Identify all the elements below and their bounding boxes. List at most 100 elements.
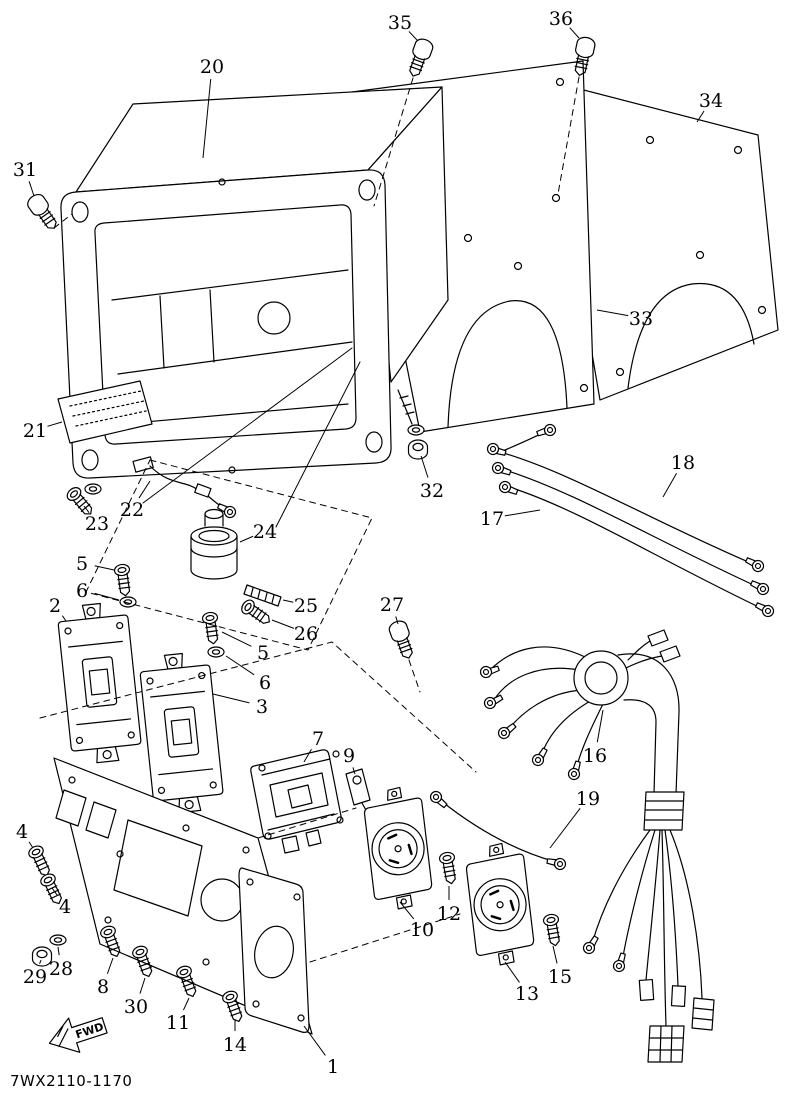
circuit-breaker-2 — [55, 600, 144, 766]
receptacle-10 — [361, 784, 435, 912]
callout-leader-18 — [662, 473, 677, 498]
callout-20: 20 — [200, 56, 224, 78]
callout-29: 29 — [23, 966, 47, 988]
callout-leader-17 — [504, 509, 541, 517]
callout-26: 26 — [294, 623, 318, 645]
callout-leader-22 — [138, 480, 151, 499]
callout-leader-6 — [94, 592, 120, 601]
callout-2: 2 — [49, 595, 61, 617]
stud-32 — [397, 389, 415, 425]
callout-7: 7 — [312, 728, 324, 750]
callout-leader-13 — [504, 961, 520, 983]
callout-leader-9 — [352, 767, 356, 775]
callout-18: 18 — [671, 452, 695, 474]
callout-leader-36 — [569, 27, 580, 39]
callout-leader-4 — [28, 841, 34, 849]
callout-1: 1 — [327, 1056, 339, 1078]
screw-5a — [113, 562, 134, 598]
callout-9: 9 — [343, 745, 355, 767]
callout-35: 35 — [388, 12, 412, 34]
callout-14: 14 — [223, 1034, 247, 1056]
washer-32 — [407, 424, 425, 436]
callout-17: 17 — [480, 508, 504, 530]
callout-leader-3 — [212, 693, 250, 704]
callout-3: 3 — [256, 696, 268, 718]
callout-leader-15 — [552, 945, 558, 964]
callout-leader-8 — [106, 957, 114, 974]
circuit-breaker-3 — [137, 650, 226, 816]
callout-leader-19 — [549, 808, 581, 849]
callout-32: 32 — [420, 480, 444, 502]
ground-wire-19 — [427, 788, 567, 871]
washer-6b — [207, 646, 225, 658]
callout-leader-16 — [596, 709, 604, 743]
callout-leader-28 — [57, 946, 60, 956]
callout-leader-21 — [47, 421, 63, 427]
callout-28: 28 — [49, 958, 73, 980]
callout-21: 21 — [23, 420, 47, 442]
bolt-35 — [403, 36, 436, 80]
callout-4: 4 — [16, 821, 28, 843]
callout-leader-20 — [202, 78, 212, 159]
callout-leader-10 — [399, 901, 415, 920]
callout-leader-6 — [225, 655, 255, 676]
callout-24: 24 — [253, 521, 277, 543]
fwd-arrow: FWD — [48, 1017, 108, 1053]
callout-leader-31 — [28, 181, 35, 197]
callout-34: 34 — [699, 90, 723, 112]
callout-leader-32 — [420, 455, 429, 478]
callout-22: 22 — [120, 499, 144, 521]
pin-25 — [243, 584, 282, 607]
assembly-dashed-lines — [39, 76, 580, 963]
callout-leader-30 — [139, 977, 146, 994]
front-panel-1 — [53, 757, 313, 1035]
callout-5: 5 — [257, 642, 269, 664]
screw-12 — [438, 850, 460, 886]
wire-lead-22 — [132, 456, 238, 520]
callout-leader-11 — [182, 997, 190, 1011]
callout-27: 27 — [380, 594, 404, 616]
callout-23: 23 — [85, 513, 109, 535]
callout-leader-7 — [303, 748, 312, 763]
callout-leader-1 — [303, 1025, 326, 1056]
label-plate-21 — [57, 380, 153, 444]
screw-15 — [542, 912, 564, 948]
canister-24 — [190, 508, 238, 580]
callout-leader-29 — [39, 959, 42, 965]
callout-leader-35 — [408, 31, 418, 41]
bolt-27 — [386, 618, 419, 662]
washer-28 — [49, 934, 67, 946]
callout-leader-34 — [696, 110, 705, 123]
callout-leader-4 — [51, 887, 58, 896]
callout-10: 10 — [410, 919, 434, 941]
callout-6: 6 — [76, 580, 88, 602]
callout-leader-2 — [61, 615, 67, 622]
washer-23 — [84, 483, 102, 495]
callout-leader-33 — [596, 309, 629, 317]
diagram-code: 7WX2110-1170 — [10, 1072, 132, 1090]
wire-harness-16 — [478, 629, 715, 1063]
callout-36: 36 — [549, 8, 573, 30]
callout-leader-25 — [282, 599, 294, 603]
callout-31: 31 — [13, 159, 37, 181]
nut-32 — [407, 439, 429, 460]
callout-12: 12 — [437, 903, 461, 925]
callout-33: 33 — [629, 308, 653, 330]
receptacle-13 — [463, 840, 537, 968]
callout-13: 13 — [515, 983, 539, 1005]
callout-8: 8 — [97, 976, 109, 998]
callout-5: 5 — [76, 553, 88, 575]
callout-leader-26 — [271, 619, 295, 629]
callout-15: 15 — [548, 966, 572, 988]
callout-4: 4 — [59, 896, 71, 918]
wire-leads-17-18 — [485, 422, 776, 619]
bolt-31 — [24, 190, 63, 234]
callout-leader-27 — [395, 616, 399, 625]
callout-leader-24 — [239, 535, 254, 543]
callout-25: 25 — [294, 595, 318, 617]
callout-leader-23 — [83, 505, 90, 513]
washer-6a — [119, 596, 137, 608]
